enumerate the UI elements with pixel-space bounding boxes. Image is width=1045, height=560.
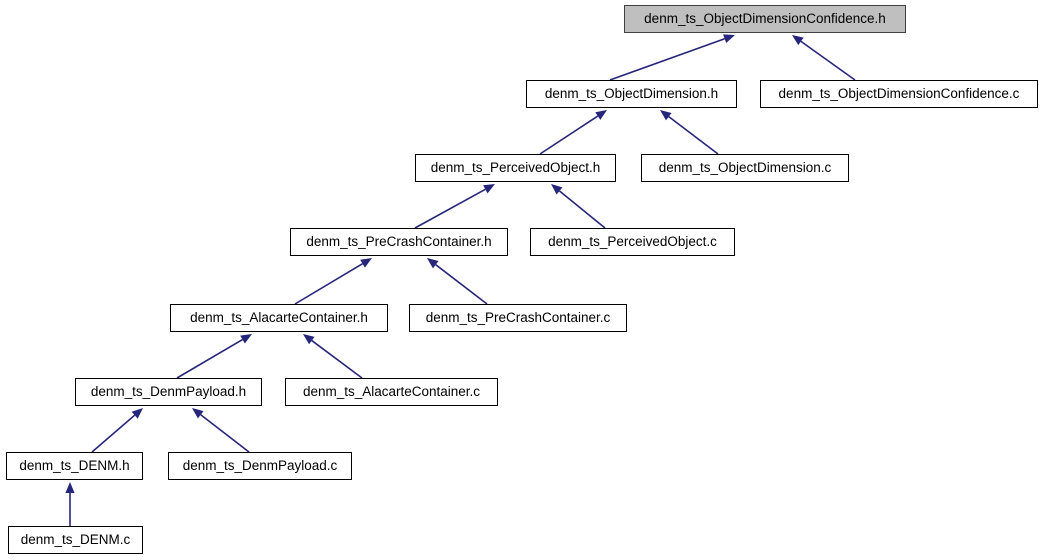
graph-node-label: denm_ts_AlacarteContainer.h bbox=[190, 310, 368, 326]
graph-node-denm-ts-perceivedobject-h[interactable]: denm_ts_PerceivedObject.h bbox=[415, 154, 616, 182]
graph-node-denm-ts-denm-h[interactable]: denm_ts_DENM.h bbox=[6, 452, 143, 480]
arrowhead-icon bbox=[131, 408, 143, 419]
graph-node-label: denm_ts_ObjectDimensionConfidence.h bbox=[644, 11, 886, 27]
graph-edge bbox=[792, 35, 856, 81]
graph-node-denm-ts-precrashcontainer-h[interactable]: denm_ts_PreCrashContainer.h bbox=[290, 228, 508, 256]
arrowhead-icon bbox=[792, 35, 804, 46]
graph-edge bbox=[176, 334, 252, 379]
graph-node-label: denm_ts_PerceivedObject.c bbox=[548, 234, 717, 250]
graph-node-denm-ts-objectdimensionconfidence-h[interactable]: denm_ts_ObjectDimensionConfidence.h bbox=[624, 5, 906, 33]
graph-node-label: denm_ts_ObjectDimension.h bbox=[544, 86, 719, 102]
graph-node-label: denm_ts_PreCrashContainer.c bbox=[425, 310, 611, 326]
graph-edge bbox=[303, 334, 363, 379]
graph-node-denm-ts-objectdimension-c[interactable]: denm_ts_ObjectDimension.c bbox=[641, 154, 849, 182]
arrowhead-icon bbox=[723, 34, 735, 44]
graph-node-denm-ts-objectdimensionconfidence-c[interactable]: denm_ts_ObjectDimensionConfidence.c bbox=[760, 80, 1038, 108]
graph-node-denm-ts-alacartecontainer-h[interactable]: denm_ts_AlacarteContainer.h bbox=[170, 304, 388, 332]
graph-edge bbox=[91, 408, 143, 453]
arrowhead-icon bbox=[660, 110, 672, 121]
graph-node-denm-ts-denmpayload-c[interactable]: denm_ts_DenmPayload.c bbox=[168, 452, 352, 480]
graph-node-denm-ts-perceivedobject-c[interactable]: denm_ts_PerceivedObject.c bbox=[530, 228, 735, 256]
arrowhead-icon bbox=[240, 334, 252, 344]
graph-node-denm-ts-denmpayload-h[interactable]: denm_ts_DenmPayload.h bbox=[75, 378, 262, 406]
graph-edge bbox=[551, 184, 606, 229]
graph-edge bbox=[65, 482, 75, 526]
graph-node-label: denm_ts_ObjectDimension.c bbox=[658, 160, 832, 176]
graph-edge bbox=[414, 184, 495, 229]
graph-node-denm-ts-precrashcontainer-c[interactable]: denm_ts_PreCrashContainer.c bbox=[409, 304, 627, 332]
graph-node-label: denm_ts_DenmPayload.h bbox=[90, 384, 247, 400]
graph-node-label: denm_ts_ObjectDimensionConfidence.c bbox=[778, 86, 1020, 102]
arrowhead-icon bbox=[360, 258, 372, 268]
graph-node-label: denm_ts_DenmPayload.c bbox=[182, 458, 338, 474]
arrowhead-icon bbox=[303, 334, 315, 345]
graph-node-denm-ts-alacartecontainer-c[interactable]: denm_ts_AlacarteContainer.c bbox=[285, 378, 498, 406]
arrowhead-icon bbox=[595, 110, 607, 120]
arrowhead-icon bbox=[551, 184, 563, 195]
graph-node-denm-ts-objectdimension-h[interactable]: denm_ts_ObjectDimension.h bbox=[526, 80, 737, 108]
graph-edge bbox=[427, 258, 488, 305]
graph-edge bbox=[660, 110, 719, 155]
graph-edge bbox=[539, 110, 607, 155]
graph-node-label: denm_ts_PreCrashContainer.h bbox=[306, 234, 492, 250]
graph-edge bbox=[294, 258, 372, 305]
graph-edge bbox=[609, 34, 735, 81]
graph-node-label: denm_ts_AlacarteContainer.c bbox=[302, 384, 481, 400]
graph-node-label: denm_ts_DENM.h bbox=[19, 458, 130, 474]
graph-node-denm-ts-denm-c[interactable]: denm_ts_DENM.c bbox=[8, 526, 143, 554]
arrowhead-icon bbox=[65, 482, 75, 493]
arrowhead-icon bbox=[483, 184, 495, 194]
arrowhead-icon bbox=[427, 258, 439, 269]
graph-edge bbox=[192, 408, 250, 453]
graph-node-label: denm_ts_PerceivedObject.h bbox=[430, 160, 601, 176]
graph-node-label: denm_ts_DENM.c bbox=[20, 532, 131, 548]
arrowhead-icon bbox=[192, 408, 204, 419]
